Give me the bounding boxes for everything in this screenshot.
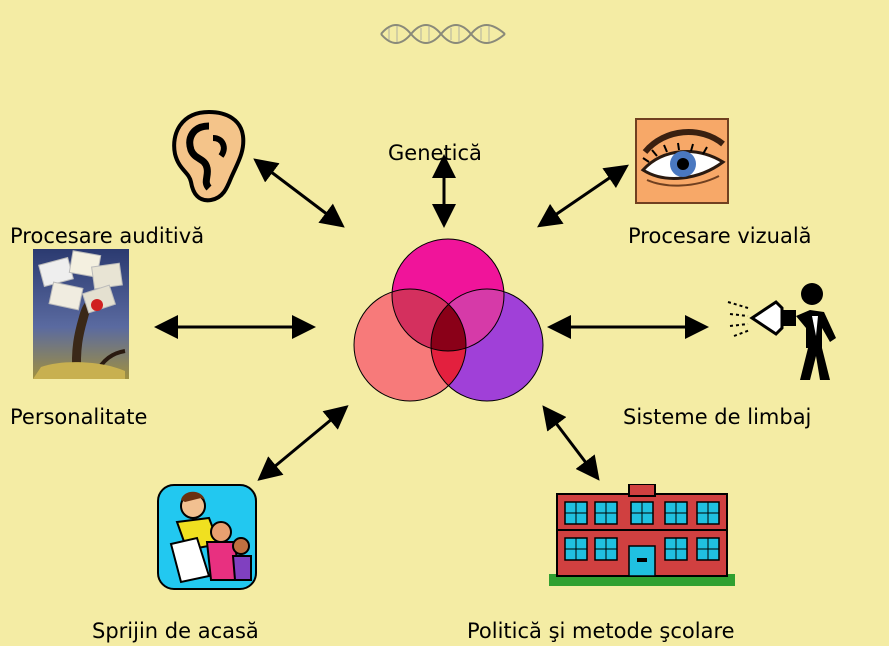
- eye-icon: [635, 118, 729, 204]
- label-home: Sprijin de acasă: [92, 619, 259, 643]
- megaphone-speaker-icon: [726, 278, 856, 382]
- arrow-school: [542, 405, 600, 481]
- family-icon: [157, 484, 257, 590]
- label-personality: Personalitate: [10, 405, 148, 429]
- ear-icon: [165, 108, 247, 204]
- label-auditory: Procesare auditivă: [10, 224, 205, 248]
- label-language: Sisteme de limbaj: [623, 405, 812, 429]
- arrow-auditory: [253, 158, 345, 228]
- arrow-visual: [537, 164, 629, 228]
- label-school: Politică şi metode şcolare: [467, 619, 735, 643]
- dna-ornament-icon: [377, 22, 509, 46]
- venn-diagram: [350, 238, 546, 410]
- tree-icon: [33, 249, 129, 379]
- label-visual: Procesare vizuală: [628, 224, 812, 248]
- label-genetics: Genetică: [388, 141, 482, 165]
- arrow-home: [257, 405, 349, 481]
- school-building-icon: [549, 484, 735, 586]
